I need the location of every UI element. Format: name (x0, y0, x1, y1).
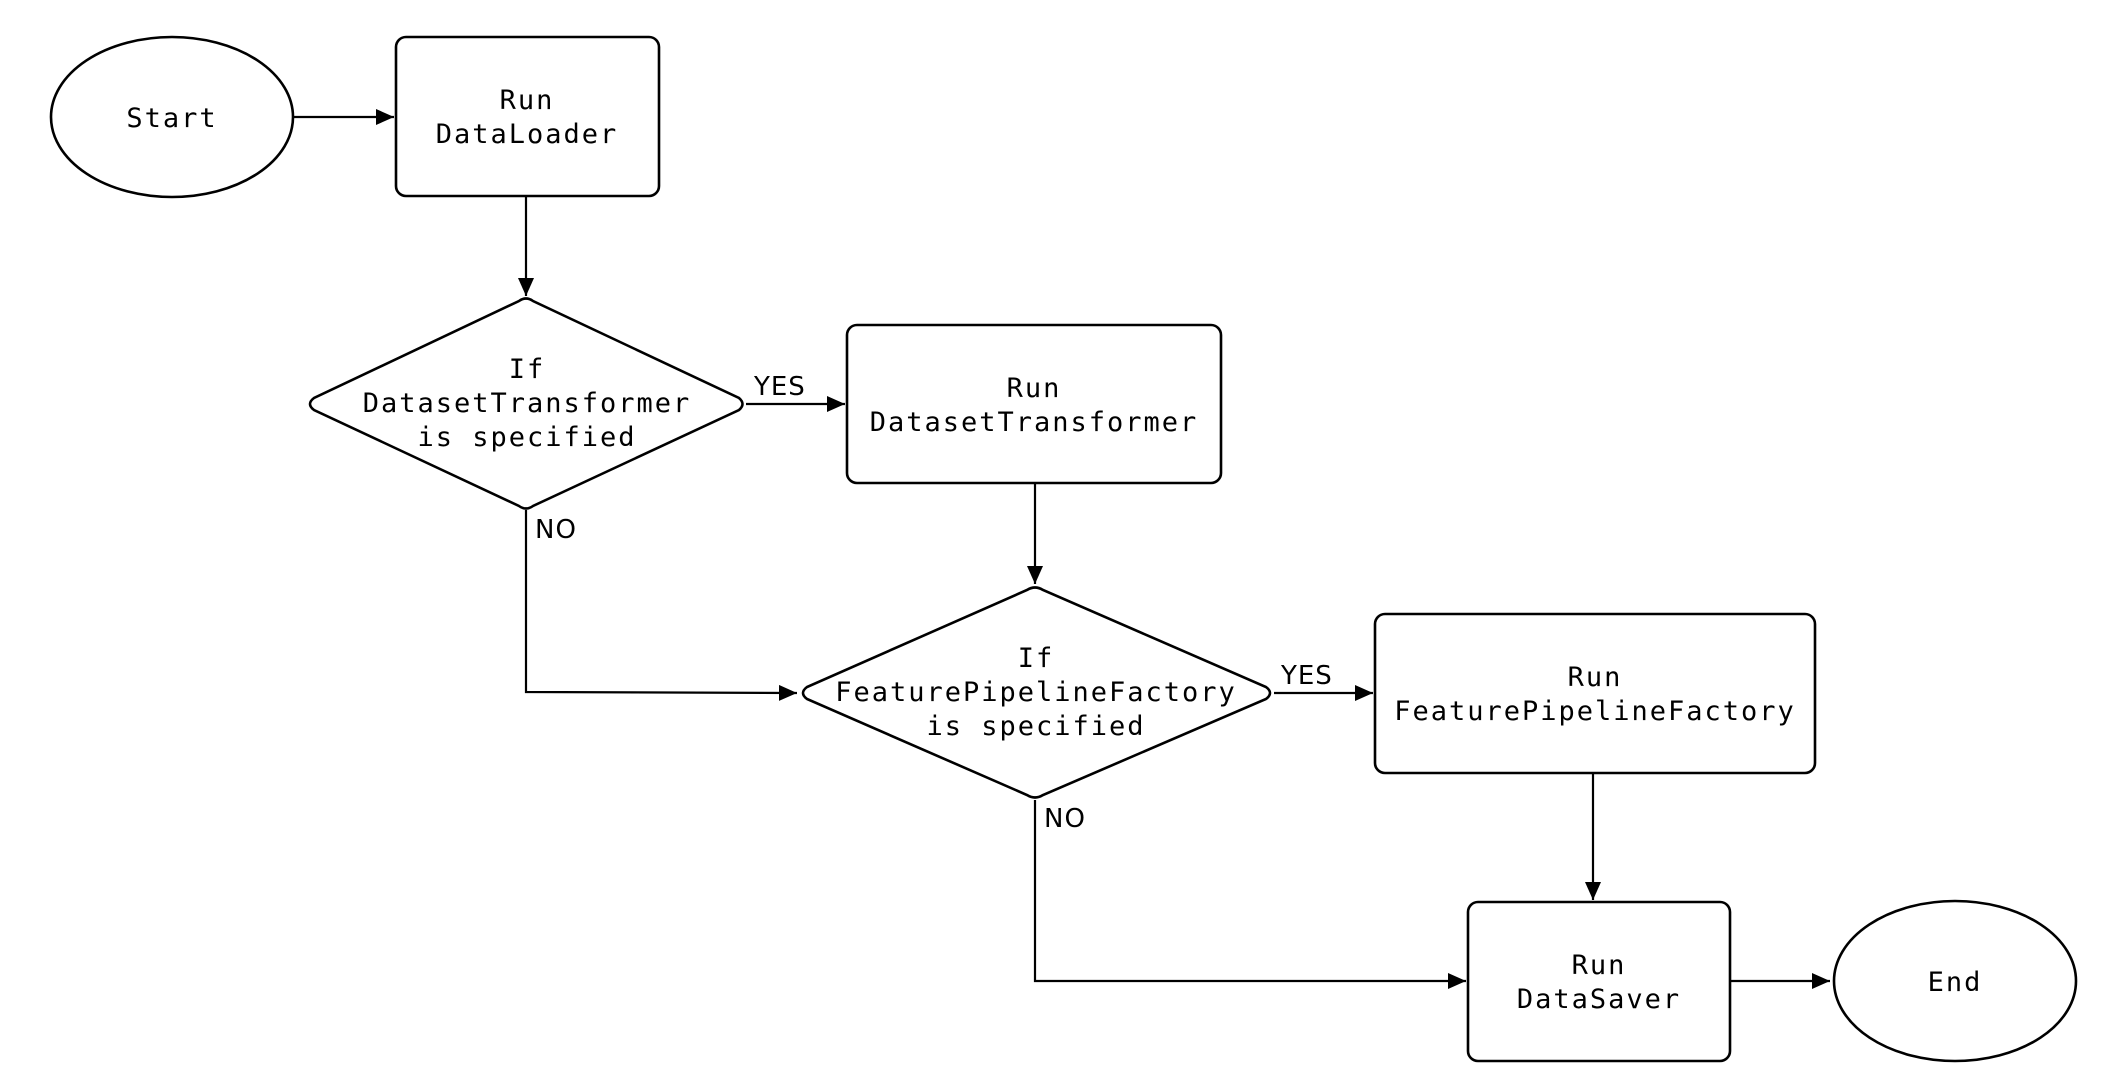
if-feature-pipeline-line1: If (1018, 643, 1055, 674)
feature-pipeline-label-line1: Run (1568, 662, 1623, 693)
yes-label-feature-pipeline: YES (1280, 661, 1333, 691)
if-dataset-transformer-line1: If (509, 354, 546, 385)
start-label: Start (126, 103, 217, 134)
if-feature-pipeline-line3: is specified (926, 711, 1145, 742)
dataloader-label-line2: DataLoader (436, 119, 619, 150)
if-feature-pipeline-decision: If FeaturePipelineFactory is specified (801, 586, 1272, 799)
dataset-transformer-node: Run DatasetTransformer (845, 323, 1223, 485)
yes-label-dataset-transformer: YES (753, 372, 806, 402)
if-feature-pipeline-line2: FeaturePipelineFactory (835, 677, 1237, 708)
edge-no-to-if-feature-pipeline (524, 510, 798, 701)
start-node: Start (49, 35, 295, 199)
no-label-dataset-transformer: NO (535, 515, 577, 545)
edges (294, 109, 1830, 989)
end-node: End (1832, 899, 2078, 1063)
feature-pipeline-node: Run FeaturePipelineFactory (1373, 612, 1817, 775)
datasaver-node: Run DataSaver (1466, 900, 1732, 1063)
feature-pipeline-label-line2: FeaturePipelineFactory (1394, 696, 1796, 727)
edge-labels: YES NO YES NO (535, 372, 1333, 834)
end-label: End (1928, 967, 1983, 998)
dataset-transformer-label-line1: Run (1007, 373, 1062, 404)
edge-no-to-datasaver (1033, 800, 1466, 989)
dataloader-node: Run DataLoader (394, 35, 661, 198)
datasaver-label-line1: Run (1572, 950, 1627, 981)
if-dataset-transformer-line3: is specified (417, 422, 636, 453)
if-dataset-transformer-line2: DatasetTransformer (363, 388, 692, 419)
no-label-feature-pipeline: NO (1044, 804, 1086, 834)
dataloader-label-line1: Run (500, 85, 555, 116)
dataset-transformer-label-line2: DatasetTransformer (870, 407, 1199, 438)
if-dataset-transformer-decision: If DatasetTransformer is specified (308, 297, 744, 510)
datasaver-label-line2: DataSaver (1517, 984, 1681, 1015)
